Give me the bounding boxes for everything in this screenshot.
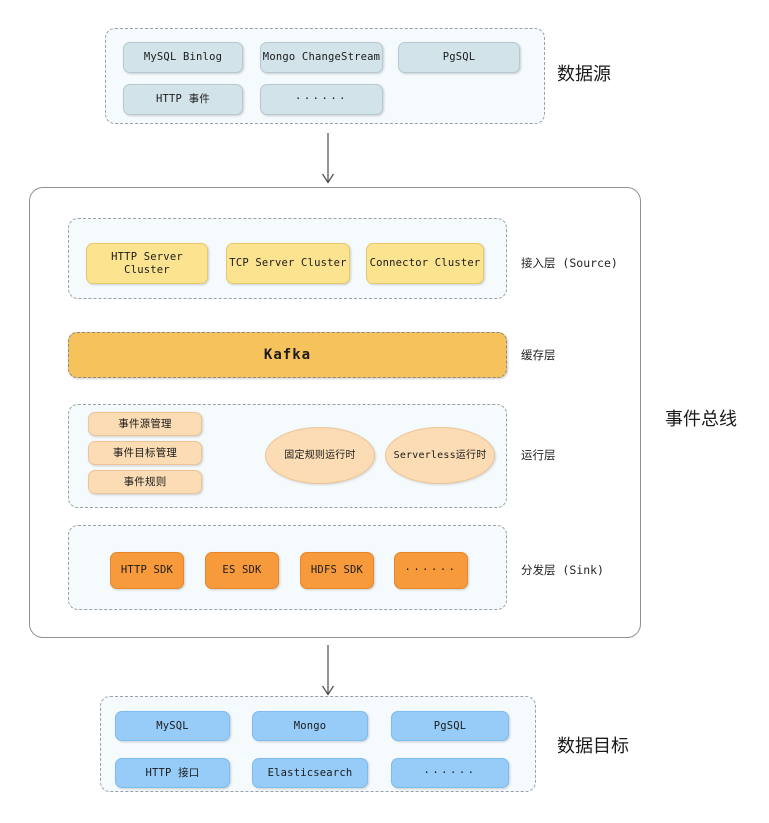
runtime-node-event-source-mgmt[interactable]: 事件源管理 — [88, 412, 202, 436]
runtime-node-event-rule[interactable]: 事件规则 — [88, 470, 202, 494]
arrow-bus-to-target — [321, 645, 335, 696]
arrow-source-to-bus — [321, 133, 335, 184]
target-node-http-api[interactable]: HTTP 接口 — [115, 758, 230, 788]
sink-node-more[interactable]: ······ — [394, 552, 468, 589]
runtime-layer-label: 运行层 — [521, 448, 556, 462]
runtime-node-event-target-mgmt[interactable]: 事件目标管理 — [88, 441, 202, 465]
target-node-elasticsearch[interactable]: Elasticsearch — [252, 758, 368, 788]
sink-layer-label: 分发层 (Sink) — [521, 563, 604, 577]
sink-node-http-sdk[interactable]: HTTP SDK — [110, 552, 184, 589]
target-node-mysql[interactable]: MySQL — [115, 711, 230, 741]
cache-layer-label: 缓存层 — [521, 348, 556, 362]
target-node-mongo[interactable]: Mongo — [252, 711, 368, 741]
runtime-node-serverless-runtime[interactable]: Serverless运行时 — [385, 427, 495, 484]
data-target-label: 数据目标 — [557, 736, 629, 757]
access-node-tcp-server-cluster[interactable]: TCP Server Cluster — [226, 243, 350, 284]
source-node-http-event[interactable]: HTTP 事件 — [123, 84, 243, 115]
event-bus-title: 事件总线 — [665, 409, 737, 430]
target-node-pgsql[interactable]: PgSQL — [391, 711, 509, 741]
access-node-connector-cluster[interactable]: Connector Cluster — [366, 243, 484, 284]
access-layer-label: 接入层 (Source) — [521, 256, 618, 270]
source-node-mysql-binlog[interactable]: MySQL Binlog — [123, 42, 243, 73]
source-node-more[interactable]: ······ — [260, 84, 383, 115]
sink-node-es-sdk[interactable]: ES SDK — [205, 552, 279, 589]
target-node-more[interactable]: ······ — [391, 758, 509, 788]
access-node-http-server-cluster[interactable]: HTTP Server Cluster — [86, 243, 208, 284]
kafka-node[interactable]: Kafka — [68, 332, 507, 378]
runtime-node-fixed-rule-runtime[interactable]: 固定规则运行时 — [265, 427, 375, 484]
source-node-mongo-changestream[interactable]: Mongo ChangeStream — [260, 42, 383, 73]
sink-node-hdfs-sdk[interactable]: HDFS SDK — [300, 552, 374, 589]
source-node-pgsql[interactable]: PgSQL — [398, 42, 520, 73]
data-source-label: 数据源 — [557, 64, 611, 85]
